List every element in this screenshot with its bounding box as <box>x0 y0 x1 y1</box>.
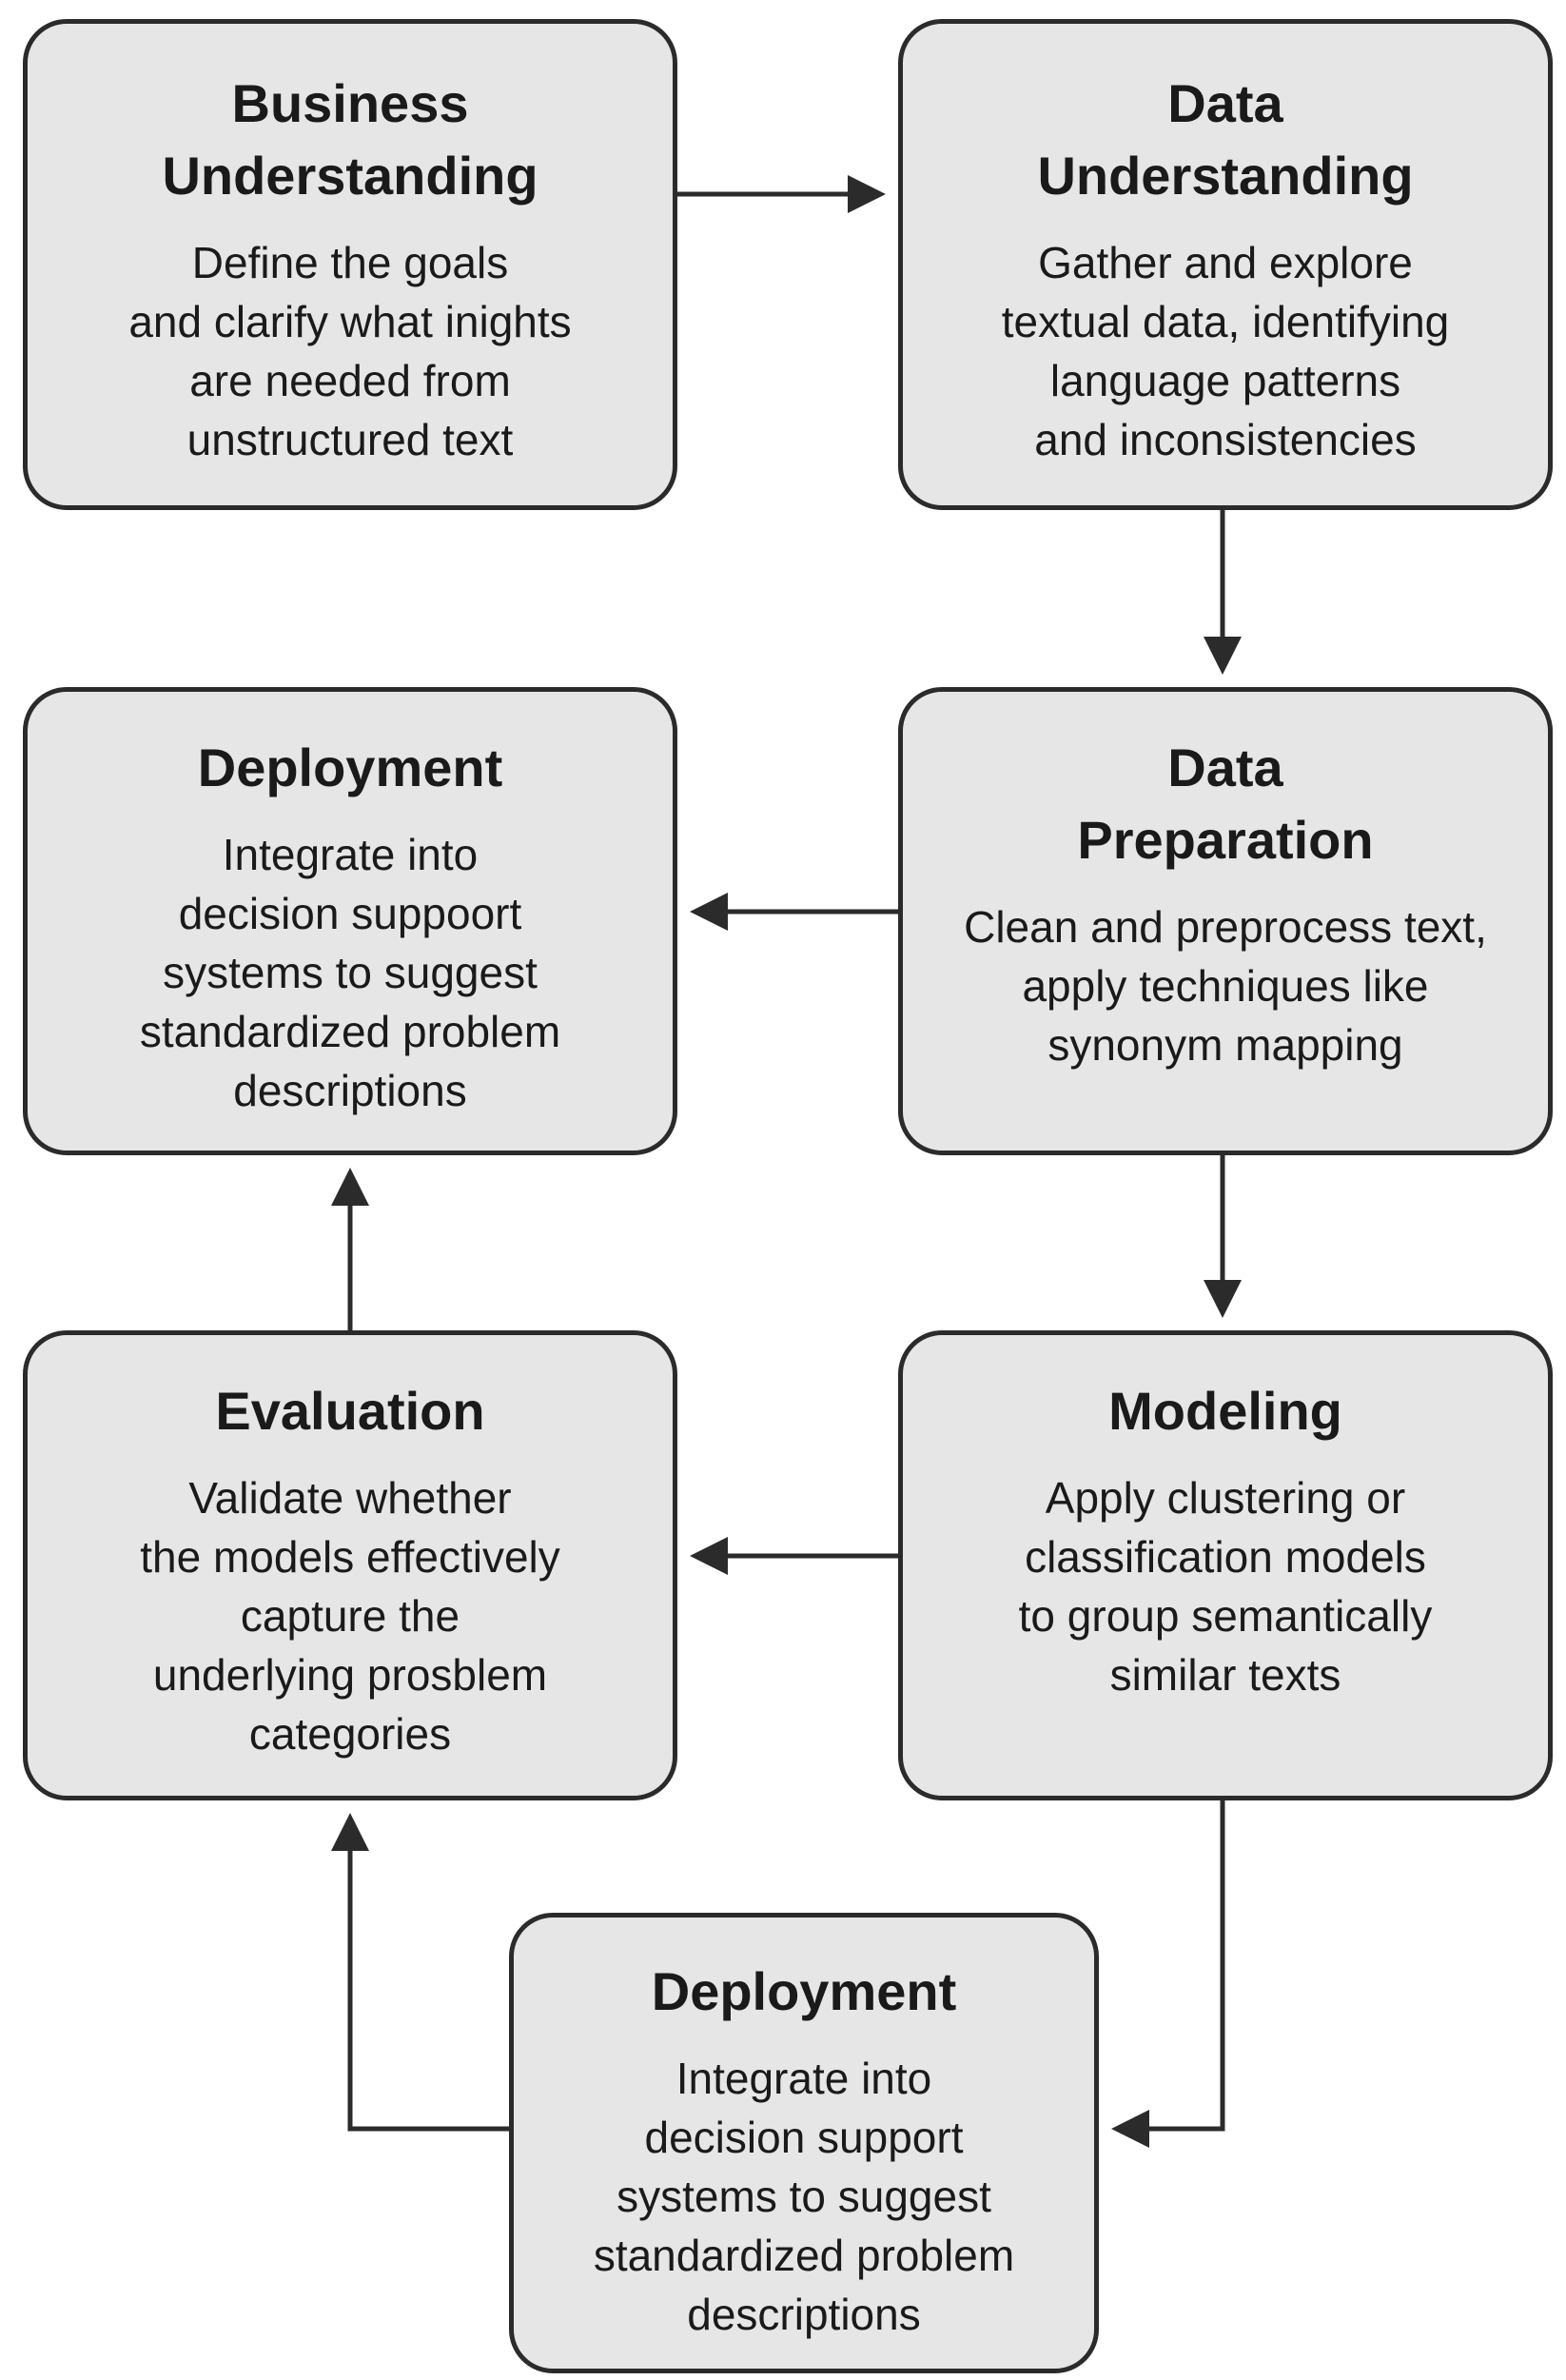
evaluation-description: Validate whether the models effectively … <box>140 1473 560 1759</box>
arrow-bottom-deployment-to-evaluation <box>331 1813 509 2132</box>
evaluation-box: Evaluation Validate whether the models e… <box>23 1330 677 1800</box>
modeling-description: Apply clustering or classification model… <box>1018 1473 1433 1700</box>
evaluation-title: Evaluation <box>215 1381 485 1441</box>
deployment-upper-description: Integrate into decision suppoort systems… <box>139 830 561 1115</box>
modeling-title: Modeling <box>1108 1381 1342 1441</box>
data-preparation-description: Clean and preprocess text, apply techniq… <box>964 902 1487 1070</box>
deployment-bottom-title: Deployment <box>651 1961 957 2021</box>
data-understanding-description: Gather and explore textual data, identif… <box>1001 238 1450 464</box>
deployment-box-upper: Deployment Integrate into decision suppo… <box>23 687 677 1155</box>
modeling-box: Modeling Apply clustering or classificat… <box>898 1330 1553 1800</box>
data-preparation-box: Data Preparation Clean and preprocess te… <box>898 687 1553 1155</box>
business-understanding-title: Business Understanding <box>162 73 538 206</box>
business-understanding-box: Business Understanding Define the goals … <box>23 19 677 510</box>
deployment-upper-title: Deployment <box>197 738 503 797</box>
deployment-box-bottom: Deployment Integrate into decision suppo… <box>509 1913 1099 2373</box>
deployment-bottom-description: Integrate into decision support systems … <box>593 2054 1015 2339</box>
business-understanding-description: Define the goals and clarify what inight… <box>128 238 572 464</box>
data-understanding-title: Data Understanding <box>1037 73 1414 206</box>
arrow-modeling-to-bottom-deployment <box>1111 1800 1225 2148</box>
data-understanding-box: Data Understanding Gather and explore te… <box>898 19 1553 510</box>
data-preparation-title: Data Preparation <box>1077 738 1374 870</box>
